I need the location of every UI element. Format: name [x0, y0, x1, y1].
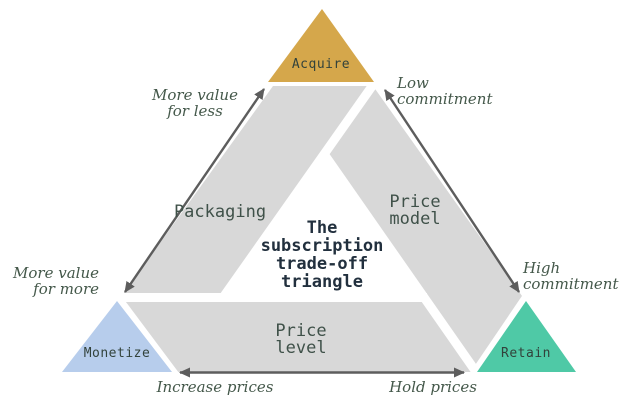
packaging-band-label: Packaging — [174, 202, 266, 222]
inner-white-triangle — [223, 156, 423, 297]
hold-prices-label: Hold prices — [388, 378, 477, 396]
price-model-label-line1: Price — [389, 192, 440, 212]
price-level-label-line2: level — [275, 338, 326, 358]
acquire-label: Acquire — [292, 57, 350, 72]
left-edge-arrow — [124, 88, 265, 293]
more-value-for-more-line2: for more — [32, 280, 99, 298]
more-value-for-less-line1: More value — [151, 86, 238, 104]
high-commitment-line1: High — [522, 259, 560, 277]
price-level-label-line1: Price — [275, 321, 326, 341]
more-value-for-less-line2: for less — [166, 102, 223, 120]
high-commitment-line2: commitment — [523, 275, 619, 293]
monetize-triangle — [62, 301, 172, 372]
center-title-line4: triangle — [281, 272, 363, 292]
center-title-line1: The — [307, 218, 338, 238]
retain-triangle — [477, 301, 576, 372]
center-title-line2: subscription — [261, 236, 384, 256]
retain-label: Retain — [501, 346, 551, 361]
acquire-triangle — [268, 9, 374, 82]
price-model-label-line2: model — [389, 209, 440, 229]
increase-prices-label: Increase prices — [156, 378, 274, 396]
low-commitment-line1: Low — [396, 74, 429, 92]
low-commitment-line2: commitment — [397, 90, 493, 108]
more-value-for-more-line1: More value — [12, 264, 99, 282]
right-edge-arrow — [384, 89, 520, 293]
center-title-line3: trade-off — [276, 254, 368, 274]
monetize-label: Monetize — [84, 346, 151, 361]
